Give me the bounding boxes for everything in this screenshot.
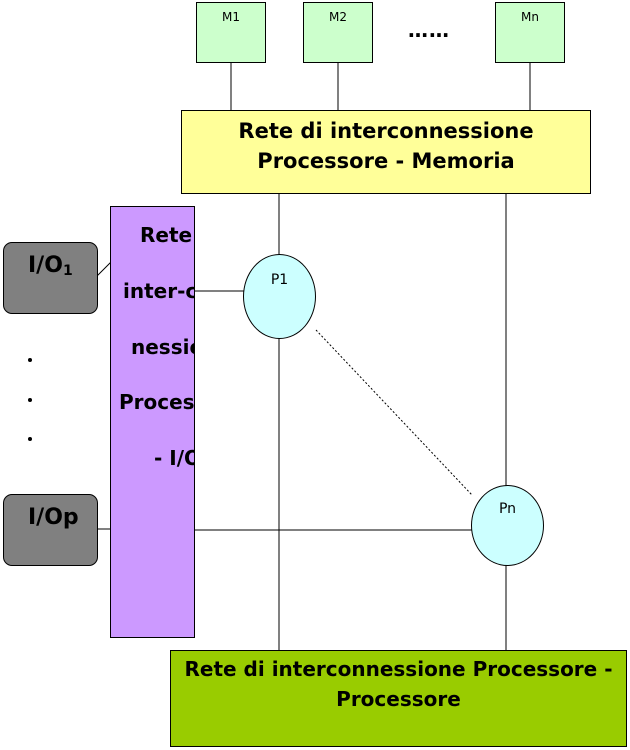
io-unit-1-subscript: 1	[62, 263, 73, 279]
processor-pn: Pn	[471, 485, 544, 566]
processor-processor-network: Rete di interconnessione Processore - Pr…	[170, 650, 627, 747]
processor-io-network-line1: Rete	[140, 223, 193, 247]
io-ellipsis-dot-1	[28, 358, 32, 362]
processor-memory-network-line2: Processore - Memoria	[257, 149, 515, 173]
processor-memory-network: Rete di interconnessione Processore - Me…	[181, 110, 591, 194]
memory-ellipsis: ……	[408, 18, 450, 42]
processor-processor-network-line2: Processore	[336, 687, 461, 711]
io-unit-p: I/Op	[3, 494, 98, 566]
processor-p1: P1	[243, 254, 316, 339]
processor-p1-label: P1	[270, 272, 289, 288]
processor-memory-network-line1: Rete di interconnessione	[238, 119, 534, 143]
io-unit-1: I/O1	[3, 242, 98, 314]
processor-processor-network-line1: Rete di interconnessione Processore -	[184, 657, 613, 681]
processor-io-network-line5: - I/O	[154, 446, 194, 470]
wire-io1	[96, 261, 112, 277]
processor-io-network-line2: inter-c	[123, 279, 195, 303]
io-ellipsis-dot-2	[28, 398, 32, 402]
memory-mn-label: Mn	[521, 10, 539, 24]
memory-m1-label: M1	[222, 10, 240, 24]
processor-pn-label: Pn	[498, 501, 517, 517]
io-unit-p-label: I/Op	[28, 505, 79, 530]
memory-m2-label: M2	[329, 10, 347, 24]
wire-p1-pn-dotted	[315, 329, 473, 496]
memory-mn: Mn	[495, 2, 565, 63]
io-ellipsis-dot-3	[28, 437, 32, 441]
memory-m1: M1	[196, 2, 266, 63]
processor-io-network-line4: Process	[119, 390, 195, 414]
memory-m2: M2	[303, 2, 373, 63]
processor-io-network-line3: nessio	[131, 335, 194, 359]
processor-io-network: Rete inter-c nessio Process - I/O	[110, 206, 195, 638]
io-unit-1-label: I/O	[28, 253, 63, 278]
